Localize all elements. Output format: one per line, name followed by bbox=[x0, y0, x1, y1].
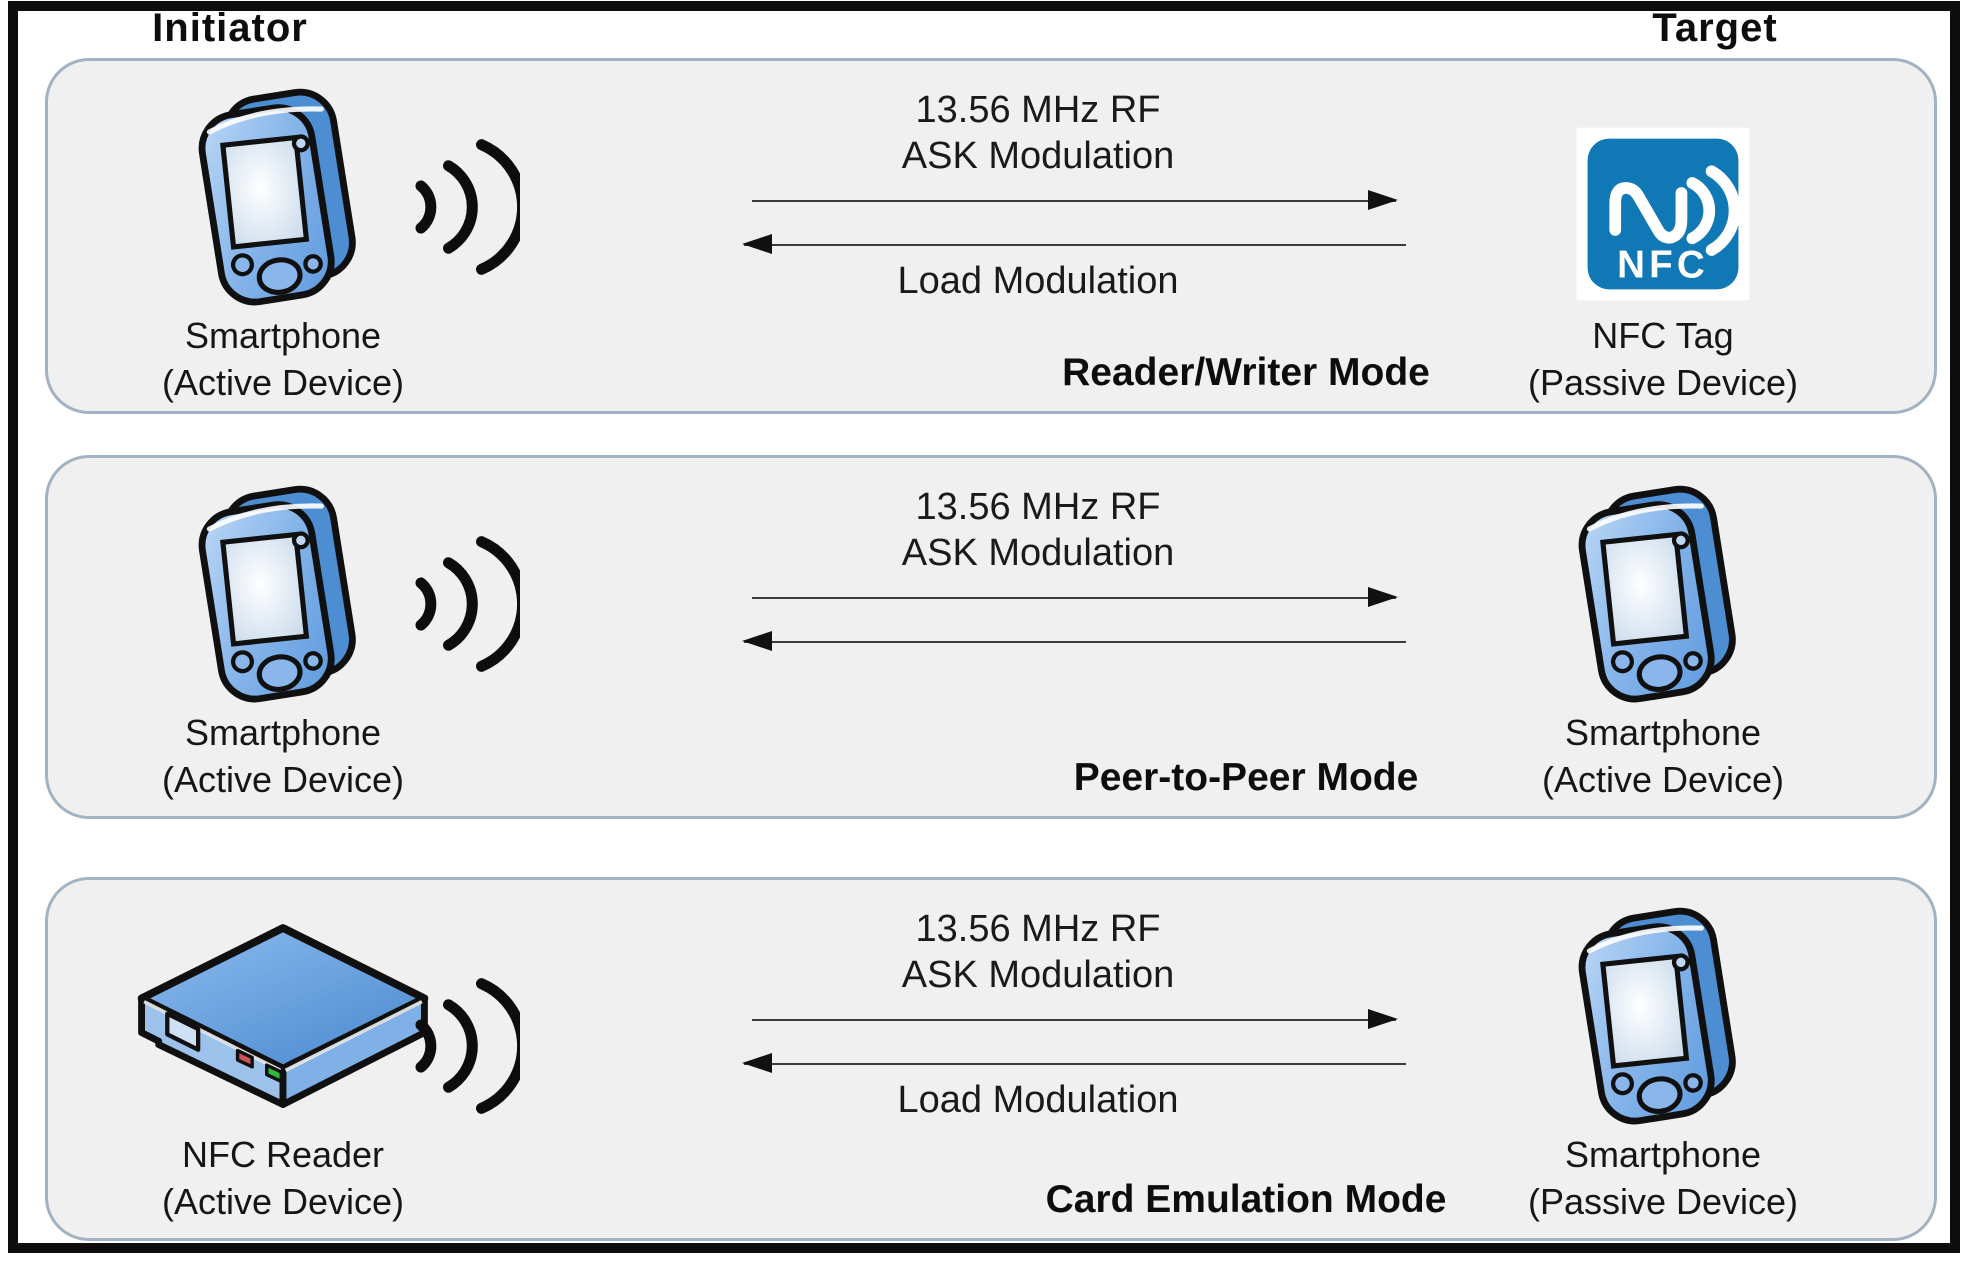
initiator-device: Smartphone (Active Device) bbox=[108, 470, 458, 804]
ask-modulation-label: ASK Modulation bbox=[901, 532, 1175, 575]
rf-channel: 13.56 MHz RF ASK Modulation Load Modulat… bbox=[648, 906, 1428, 1122]
device-role: (Active Device) bbox=[161, 759, 405, 801]
device-name: Smartphone bbox=[1564, 711, 1762, 753]
rf-channel: 13.56 MHz RF ASK Modulation bbox=[648, 484, 1428, 667]
forward-arrow bbox=[752, 586, 1398, 607]
forward-arrow bbox=[752, 189, 1398, 210]
smartphone-icon bbox=[1561, 901, 1766, 1131]
nfc-logo-text: NFC bbox=[1617, 244, 1709, 287]
rf-channel: 13.56 MHz RF ASK Modulation Load Modulat… bbox=[648, 87, 1428, 303]
forward-arrow bbox=[752, 1008, 1398, 1029]
frequency-label: 13.56 MHz RF bbox=[915, 908, 1161, 950]
target-device: NFC NFC Tag (Passive Device) bbox=[1438, 73, 1888, 407]
rf-waves-icon bbox=[410, 972, 520, 1120]
device-name: Smartphone bbox=[1564, 1133, 1762, 1175]
target-device: Smartphone (Passive Device) bbox=[1438, 892, 1888, 1226]
panel-reader-writer-mode: Smartphone (Active Device) 13.56 MHz RF … bbox=[45, 58, 1937, 414]
target-device: Smartphone (Active Device) bbox=[1438, 470, 1888, 804]
device-role: (Passive Device) bbox=[1527, 362, 1799, 404]
ask-modulation-label: ASK Modulation bbox=[901, 135, 1175, 178]
device-name: Smartphone bbox=[184, 711, 382, 753]
smartphone-icon bbox=[1561, 479, 1766, 709]
device-name: NFC Reader bbox=[181, 1133, 385, 1175]
device-role: (Active Device) bbox=[161, 1181, 405, 1223]
return-arrow bbox=[742, 233, 1406, 254]
rf-waves-icon bbox=[410, 530, 520, 678]
load-modulation-label: Load Modulation bbox=[897, 1078, 1179, 1121]
column-header-target: Target bbox=[1652, 6, 1778, 50]
frequency-label: 13.56 MHz RF bbox=[915, 89, 1161, 131]
panel-card-emulation-mode: NFC Reader (Active Device) 13.56 MHz RF … bbox=[45, 877, 1937, 1241]
device-role: (Active Device) bbox=[1541, 759, 1785, 801]
rf-waves-icon bbox=[410, 133, 520, 281]
panel-peer-to-peer-mode: Smartphone (Active Device) 13.56 MHz RF … bbox=[45, 455, 1937, 819]
frequency-label: 13.56 MHz RF bbox=[915, 486, 1161, 528]
initiator-device: NFC Reader (Active Device) bbox=[108, 892, 458, 1226]
nfc-reader-icon bbox=[137, 924, 429, 1108]
ask-modulation-label: ASK Modulation bbox=[901, 954, 1175, 997]
initiator-device: Smartphone (Active Device) bbox=[108, 73, 458, 407]
device-role: (Passive Device) bbox=[1527, 1181, 1799, 1223]
smartphone-icon bbox=[181, 479, 386, 709]
smartphone-icon bbox=[181, 82, 386, 312]
column-header-initiator: Initiator bbox=[152, 6, 308, 50]
return-arrow bbox=[742, 630, 1406, 651]
device-role: (Active Device) bbox=[161, 362, 405, 404]
device-name: Smartphone bbox=[184, 314, 382, 356]
device-name: NFC Tag bbox=[1592, 314, 1734, 356]
return-arrow bbox=[742, 1052, 1406, 1073]
load-modulation-label: Load Modulation bbox=[897, 259, 1179, 302]
nfc-tag-icon: NFC bbox=[1576, 127, 1750, 301]
load-modulation-label bbox=[648, 657, 1428, 667]
